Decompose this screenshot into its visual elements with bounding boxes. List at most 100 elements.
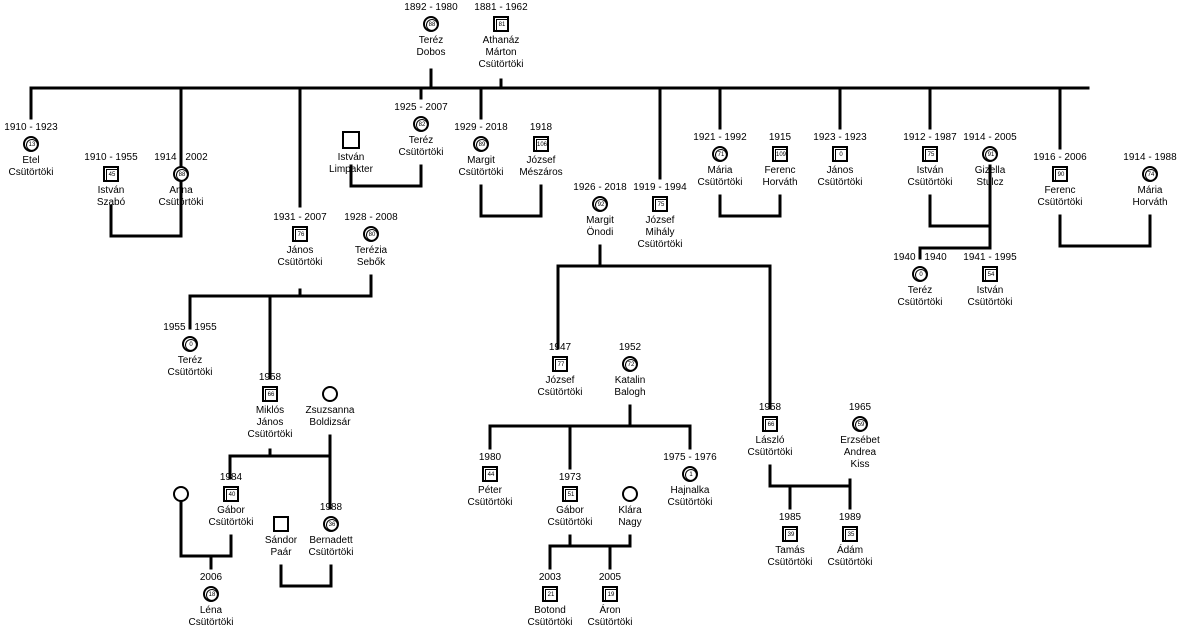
person-name-line: István [337,152,365,163]
age-label: 106 [536,139,548,151]
life-years: 1965 [848,402,872,413]
life-years: 1910 - 1923 [4,122,58,133]
person-name-line: Athanáz [482,35,520,46]
person-name-line: József [526,155,556,166]
life-years: 1912 - 1987 [903,132,957,143]
age-label: 0 [835,149,847,161]
male-square-icon: 106 [533,136,549,152]
person-name-line: Csütörtöki [8,167,54,178]
life-years: 1915 [768,132,792,143]
person-name-line: Teréz [907,285,933,296]
person-name-line: Margit [467,155,495,166]
person-name-line: János [256,417,284,428]
life-years: 1947 [548,342,572,353]
life-years: 1914 - 2002 [154,152,208,163]
person-name-line: Stulcz [976,177,1004,188]
person-name-line: Csütörtöki [158,197,204,208]
person-name-line: Zsuzsanna [305,405,355,416]
age-label: 54 [985,269,997,281]
female-circle-icon: 91 [982,146,998,162]
age-label: 13 [26,139,38,151]
person-name-line: Csütörtöki [897,297,943,308]
life-years: 1881 - 1962 [474,2,528,13]
person-name-line: Gábor [217,505,245,516]
person-name-line: István [976,285,1004,296]
person-name-line: Sebők [356,257,386,268]
person-name-line: Boldizsár [309,417,351,428]
person-name-line: József [545,375,575,386]
life-years: 1916 - 2006 [1033,152,1087,163]
age-label: 88 [176,169,188,181]
person-name-line: Miklós [255,405,285,416]
person-name-line: Ferenc [1044,185,1076,196]
male-square-icon: 39 [782,526,798,542]
person-name-line: Mária [707,165,733,176]
person-name-line: Gábor [556,505,584,516]
life-years: 1988 [319,502,343,513]
female-circle-icon: 59 [852,416,868,432]
person-name-line: Anna [169,185,193,196]
person-name-line: Csütörtöki [188,617,234,628]
person-name-line: Bernadett [309,535,353,546]
age-label: 76 [295,229,307,241]
life-years: 1928 - 2008 [344,212,398,223]
person-name-line: Katalin [614,375,646,386]
person-name-line: Mihály [645,227,675,238]
female-circle-icon: 18 [203,586,219,602]
age-label: 88 [426,19,438,31]
age-label: 35 [845,529,857,541]
male-square-icon: 81 [493,16,509,32]
female-circle-icon: 72 [622,356,638,372]
life-years: 1941 - 1995 [963,252,1017,263]
person-name-line: János [826,165,854,176]
age-label: 19 [605,589,617,601]
person-name-line: Hajnalka [670,485,710,496]
person-name-line: Terézia [354,245,388,256]
life-years: 1919 - 1994 [633,182,687,193]
male-square-icon: 90 [1052,166,1068,182]
person-unknown-mother[interactable] [121,472,241,505]
